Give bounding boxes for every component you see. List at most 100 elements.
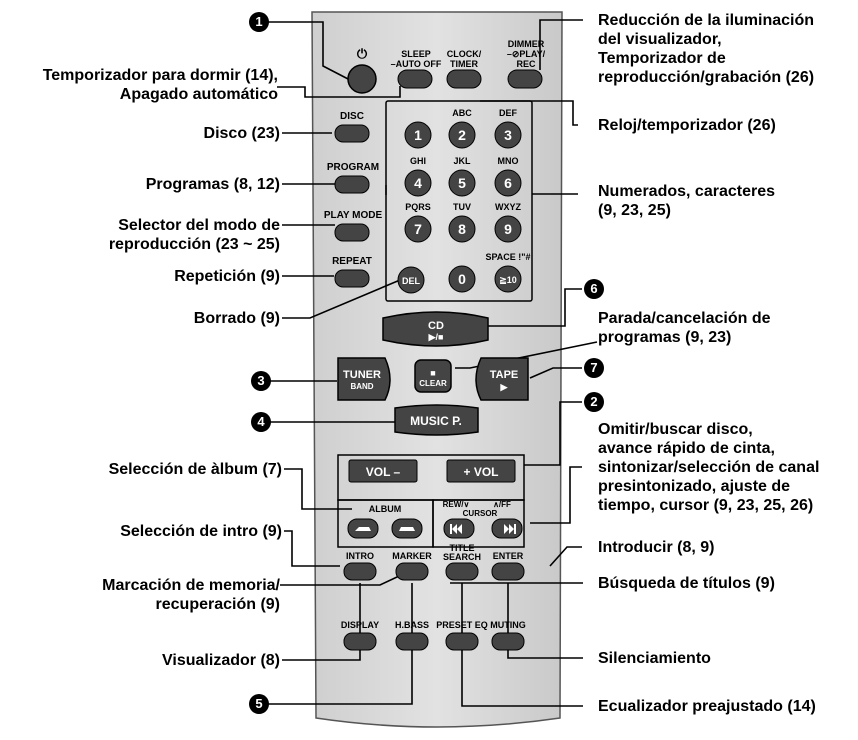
program-button[interactable] bbox=[334, 175, 370, 194]
key-5-letters: JKL bbox=[453, 156, 471, 166]
key-9-letters: WXYZ bbox=[495, 202, 522, 212]
key-6[interactable] bbox=[494, 169, 522, 197]
callout-1: 1 bbox=[249, 12, 269, 32]
key-3[interactable] bbox=[494, 121, 522, 149]
vol-plus-text: + VOL bbox=[463, 465, 498, 479]
label-title-search: Búsqueda de títulos (9) bbox=[598, 575, 775, 592]
label-numbered: Numerados, caracteres (9, 23, 25) bbox=[598, 183, 775, 219]
intro-text: INTRO bbox=[346, 551, 374, 561]
album-down-glyph bbox=[355, 527, 371, 531]
preset-eq-button[interactable] bbox=[445, 632, 479, 651]
sleep-text-2: –AUTO OFF bbox=[391, 59, 442, 69]
key-0-digit: 0 bbox=[458, 271, 466, 287]
hbass-button[interactable] bbox=[395, 632, 429, 651]
dimmer-button[interactable] bbox=[507, 69, 543, 89]
title-search-button[interactable] bbox=[445, 562, 479, 581]
play-mode-button[interactable] bbox=[334, 223, 370, 242]
sleep-button[interactable] bbox=[397, 69, 433, 89]
display-button[interactable] bbox=[343, 632, 377, 651]
enter-button[interactable] bbox=[491, 562, 525, 581]
key-6-letters: MNO bbox=[498, 156, 519, 166]
clear-text: CLEAR bbox=[419, 379, 447, 388]
tape-text: TAPE bbox=[490, 369, 519, 381]
clock-button[interactable] bbox=[446, 69, 482, 89]
numeric-panel-outline bbox=[385, 100, 533, 302]
repeat-text: REPEAT bbox=[332, 256, 372, 267]
key-4-digit: 4 bbox=[414, 175, 422, 191]
skip-forward-glyph bbox=[504, 524, 516, 534]
key-4[interactable] bbox=[404, 169, 432, 197]
callout-3: 3 bbox=[251, 371, 271, 391]
key-8[interactable] bbox=[448, 215, 476, 243]
del-button[interactable] bbox=[397, 266, 425, 294]
label-disc: Disco (23) bbox=[203, 125, 280, 142]
key-10-letters: SPACE !"# bbox=[485, 252, 530, 262]
display-text: DISPLAY bbox=[341, 620, 379, 630]
tuner-text: TUNER bbox=[343, 369, 381, 381]
tuner-band-button[interactable] bbox=[337, 357, 391, 401]
vol-minus-text: VOL – bbox=[366, 465, 401, 479]
key-3-letters: DEF bbox=[499, 108, 518, 118]
vol-minus-button[interactable] bbox=[348, 459, 418, 483]
muting-text: MUTING bbox=[490, 620, 526, 630]
label-intro: Selección de intro (9) bbox=[120, 523, 282, 540]
label-play-mode: Selector del modo de reproducción (23 ~ … bbox=[108, 217, 280, 253]
stop-clear-button[interactable] bbox=[414, 359, 452, 393]
power-symbol: ⏻ bbox=[357, 46, 368, 61]
disc-button[interactable] bbox=[334, 124, 370, 143]
callout-4: 4 bbox=[251, 412, 271, 432]
key-6-digit: 6 bbox=[504, 175, 512, 191]
search-text: SEARCH bbox=[443, 552, 481, 562]
power-button[interactable] bbox=[347, 64, 377, 94]
key-7-digit: 7 bbox=[414, 221, 422, 237]
label-enter: Introducir (8, 9) bbox=[598, 539, 715, 556]
hbass-text: H.BASS bbox=[395, 620, 429, 630]
repeat-button[interactable] bbox=[334, 269, 370, 288]
key-5-digit: 5 bbox=[458, 175, 466, 191]
cursor-panel bbox=[432, 499, 525, 548]
key-2[interactable] bbox=[448, 121, 476, 149]
key-1[interactable] bbox=[404, 121, 432, 149]
key-2-letters: ABC bbox=[452, 108, 472, 118]
callout-6: 6 bbox=[584, 279, 604, 299]
skip-back-glyph bbox=[450, 524, 462, 534]
cd-play-stop-button[interactable] bbox=[382, 311, 489, 347]
label-marker: Marcación de memoria/ recuperación (9) bbox=[102, 577, 280, 613]
label-muting: Silenciamiento bbox=[598, 650, 711, 667]
intro-button[interactable] bbox=[343, 562, 377, 581]
disc-text: DISC bbox=[340, 111, 364, 122]
key-7[interactable] bbox=[404, 215, 432, 243]
callout-7: 7 bbox=[584, 358, 604, 378]
callout-2: 2 bbox=[584, 392, 604, 412]
enter-text: ENTER bbox=[493, 551, 524, 561]
tape-play-button[interactable] bbox=[475, 357, 529, 401]
key-10-digit: ≧10 bbox=[499, 275, 517, 285]
title-text: TITLE bbox=[450, 543, 475, 553]
key-5[interactable] bbox=[448, 169, 476, 197]
label-sleep: Temporizador para dormir (14), Apagado a… bbox=[42, 67, 278, 103]
preset-eq-text: PRESET EQ bbox=[436, 620, 488, 630]
del-text: DEL bbox=[402, 276, 421, 286]
key-9[interactable] bbox=[494, 215, 522, 243]
key-1-digit: 1 bbox=[414, 127, 422, 143]
marker-button[interactable] bbox=[395, 562, 429, 581]
play-mode-text: PLAY MODE bbox=[324, 210, 383, 221]
cursor-text: CURSOR bbox=[463, 509, 498, 518]
label-delete: Borrado (9) bbox=[193, 310, 280, 327]
album-up-glyph bbox=[399, 527, 415, 531]
label-preset-eq: Ecualizador preajustado (14) bbox=[598, 698, 816, 715]
key-8-digit: 8 bbox=[458, 221, 466, 237]
key-4-letters: GHI bbox=[410, 156, 426, 166]
music-p-text: MUSIC P. bbox=[410, 414, 462, 428]
label-program: Programas (8, 12) bbox=[145, 176, 280, 193]
clock-text-1: CLOCK/ bbox=[447, 49, 482, 59]
cd-text: CD bbox=[428, 320, 444, 332]
key-10[interactable] bbox=[494, 265, 522, 293]
key-0[interactable] bbox=[448, 265, 476, 293]
label-clock: Reloj/temporizador (26) bbox=[598, 117, 776, 134]
muting-button[interactable] bbox=[491, 632, 525, 651]
music-p-button[interactable] bbox=[394, 404, 479, 436]
label-album: Selección de àlbum (7) bbox=[108, 461, 282, 478]
vol-plus-button[interactable] bbox=[446, 459, 516, 483]
